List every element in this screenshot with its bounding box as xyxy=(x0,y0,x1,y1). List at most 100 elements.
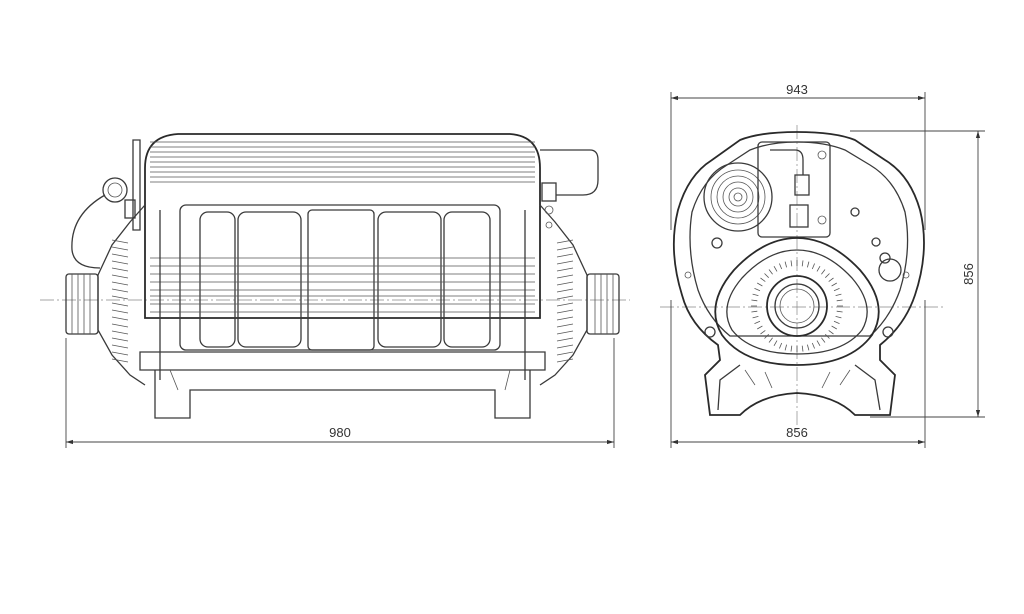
rotor-tooth xyxy=(801,260,804,267)
rotor-tooth xyxy=(790,260,793,267)
flange-tooth xyxy=(111,239,129,244)
flange-tooth xyxy=(111,260,129,265)
flange-tooth xyxy=(556,344,574,349)
rotor-tooth xyxy=(833,320,840,324)
flange-tooth xyxy=(111,253,129,258)
flange-tooth xyxy=(111,358,129,363)
rotor-tooth xyxy=(811,342,815,349)
front-bolts xyxy=(684,207,910,338)
flange-tooth xyxy=(111,323,129,328)
dimension-side-length: 980 xyxy=(65,338,615,448)
dimension-front-width-bottom: 856 xyxy=(670,300,926,448)
rotor-tooth xyxy=(828,330,834,335)
rotor-tooth xyxy=(752,293,759,296)
flange-tooth xyxy=(556,316,574,321)
side-top-body xyxy=(144,133,541,319)
flange-tooth xyxy=(111,281,129,286)
rotor-tooth xyxy=(768,337,773,343)
rotor-tooth xyxy=(835,293,842,296)
rotor-tooth xyxy=(825,334,830,339)
rotor-tooth xyxy=(790,345,793,352)
rotor-tooth xyxy=(752,316,759,319)
rotor-tooth xyxy=(773,266,778,272)
flange-tooth xyxy=(111,316,129,321)
rotor-tooth xyxy=(836,310,843,313)
flange-tooth xyxy=(556,253,574,258)
flange-tooth xyxy=(111,344,129,349)
side-sensor-loop xyxy=(540,149,599,229)
side-base xyxy=(139,351,546,419)
rotor-tooth xyxy=(779,342,783,349)
flange-tooth xyxy=(556,351,574,356)
flange-tooth xyxy=(111,295,129,300)
dimension-side-length-label: 980 xyxy=(329,425,351,440)
rotor-tooth xyxy=(754,320,761,324)
dimension-front-width-bottom-label: 856 xyxy=(786,425,808,440)
flange-tooth xyxy=(111,288,129,293)
flange-tooth xyxy=(111,274,129,279)
side-inner-cylinder xyxy=(150,204,535,351)
rotor-tooth xyxy=(784,261,787,268)
side-right-connector xyxy=(586,273,620,335)
rotor-tooth xyxy=(760,277,766,282)
rotor-tooth xyxy=(764,334,769,339)
flange-tooth xyxy=(111,302,129,307)
front-view xyxy=(660,125,945,430)
dimension-front-height: 856 xyxy=(850,130,985,418)
flange-tooth xyxy=(111,330,129,335)
flange-tooth xyxy=(111,309,129,314)
rotor-tooth xyxy=(833,288,840,292)
rotor-tooth xyxy=(757,325,763,330)
rotor-tooth xyxy=(807,344,810,351)
front-control-box xyxy=(757,141,831,238)
rotor-tooth xyxy=(757,282,763,287)
rotor-tooth xyxy=(828,277,834,282)
rotor-tooth xyxy=(779,263,783,270)
rotor-tooth xyxy=(751,299,758,302)
rotor-tooth xyxy=(836,299,843,302)
rotor-tooth xyxy=(760,330,766,335)
front-fan xyxy=(703,162,773,232)
side-left-flange xyxy=(97,204,161,386)
flange-tooth xyxy=(111,351,129,356)
flange-tooth xyxy=(556,309,574,314)
rotor-tooth xyxy=(751,310,758,313)
rotor-tooth xyxy=(807,261,810,268)
rotor-tooth xyxy=(768,269,773,275)
rotor-tooth xyxy=(801,345,804,352)
side-cable xyxy=(71,139,141,269)
rotor-tooth xyxy=(821,269,826,275)
flange-tooth xyxy=(556,274,574,279)
flange-tooth xyxy=(556,330,574,335)
rotor-tooth xyxy=(811,263,815,270)
rotor-tooth xyxy=(773,340,778,346)
rotor-tooth xyxy=(835,316,842,319)
flange-tooth xyxy=(556,267,574,272)
rotor-tooth xyxy=(754,288,761,292)
dimension-front-width-top-label: 943 xyxy=(786,82,808,97)
flange-tooth xyxy=(556,358,574,363)
rotor-tooth xyxy=(825,273,830,278)
front-housing xyxy=(672,131,925,416)
side-view xyxy=(40,133,630,419)
rotor-tooth xyxy=(764,273,769,278)
flange-tooth xyxy=(556,281,574,286)
flange-tooth xyxy=(556,337,574,342)
rotor-tooth xyxy=(784,344,787,351)
rotor-tooth xyxy=(831,282,837,287)
flange-tooth xyxy=(556,288,574,293)
flange-tooth xyxy=(556,246,574,251)
flange-tooth xyxy=(111,267,129,272)
side-left-connector xyxy=(65,273,99,335)
flange-tooth xyxy=(556,323,574,328)
front-feet xyxy=(717,364,881,411)
rotor-tooth xyxy=(816,266,821,272)
front-rotor-housing xyxy=(714,237,880,366)
flange-tooth xyxy=(111,337,129,342)
rotor-tooth xyxy=(821,337,826,343)
flange-tooth xyxy=(556,239,574,244)
flange-tooth xyxy=(556,302,574,307)
flange-tooth xyxy=(556,260,574,265)
flange-tooth xyxy=(111,246,129,251)
